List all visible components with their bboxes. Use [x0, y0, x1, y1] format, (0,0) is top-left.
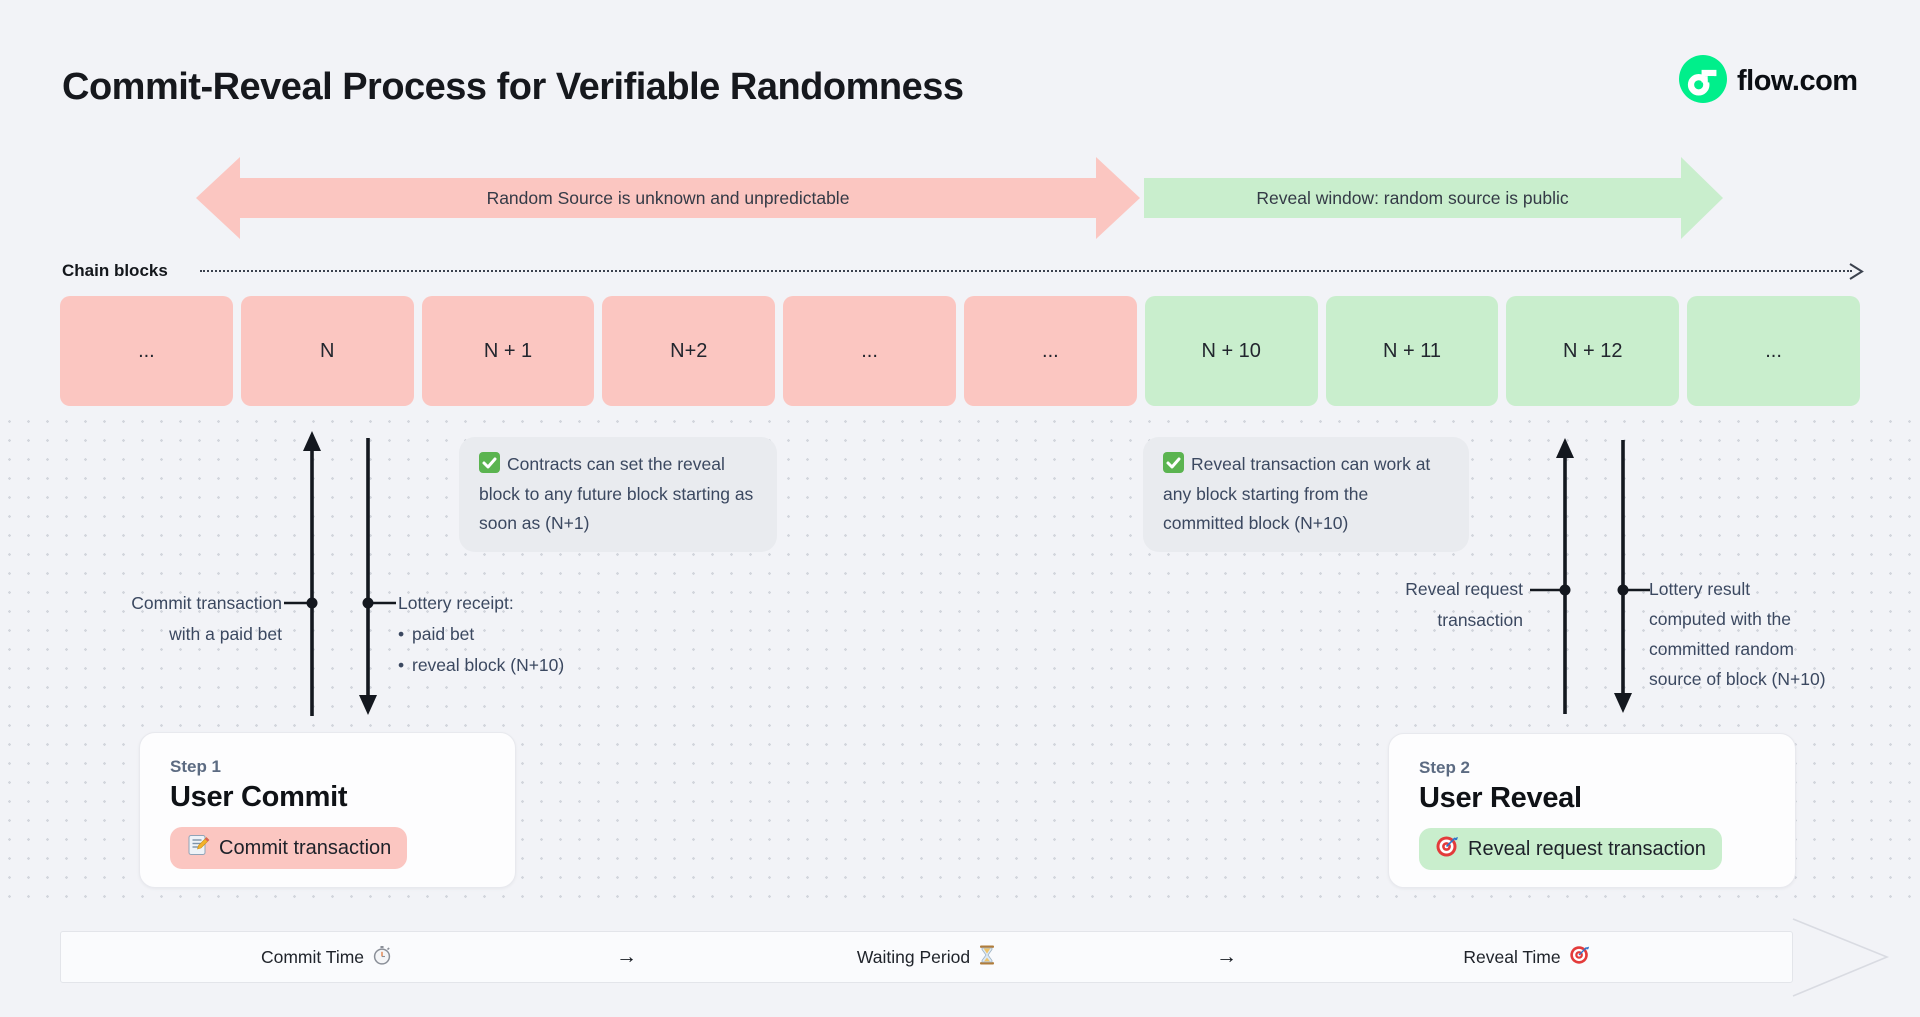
- check-icon: [479, 452, 500, 473]
- target-icon: [1435, 834, 1459, 864]
- page-title: Commit-Reveal Process for Verifiable Ran…: [62, 66, 964, 108]
- chain-block: ...: [963, 296, 1137, 406]
- chain-block: ...: [1687, 296, 1860, 406]
- phase-arrow-unknown: Random Source is unknown and unpredictab…: [196, 157, 1140, 239]
- commit-transaction-badge-label: Commit transaction: [219, 836, 392, 859]
- phase-arrow-unknown-label: Random Source is unknown and unpredictab…: [486, 187, 850, 208]
- note-box-reveal: Reveal transaction can work at any block…: [1143, 437, 1469, 552]
- hourglass-icon: [978, 945, 996, 970]
- memo-icon: [186, 833, 210, 863]
- timeline-arrow: →: [1216, 945, 1237, 968]
- stopwatch-icon: [372, 945, 392, 970]
- timeline-chevron: [1792, 918, 1890, 997]
- note-box-commit: Contracts can set the reveal block to an…: [459, 437, 777, 552]
- target-icon: [1569, 944, 1590, 970]
- timeline-item-commit-time: Commit Time: [177, 945, 477, 970]
- chain-block: N + 1: [421, 296, 595, 406]
- chain-block: N + 12: [1506, 296, 1680, 406]
- chain-block: N + 11: [1325, 296, 1499, 406]
- chain-block: N: [240, 296, 414, 406]
- annotation-commit-transaction: Commit transaction with a paid bet: [131, 593, 282, 644]
- step-eyebrow: Step 2: [1419, 758, 1471, 777]
- timeline-item-reveal-time: Reveal Time: [1377, 944, 1677, 970]
- receipt-bullet: reveal block (N+10): [398, 650, 564, 681]
- brand-logo[interactable]: flow.com: [1679, 55, 1858, 108]
- phase-arrow-reveal-label: Reveal window: random source is public: [1256, 187, 1569, 208]
- brand-label: flow.com: [1737, 65, 1858, 97]
- step-card-reveal: Step 2 User Reveal Reveal request transa…: [1388, 733, 1796, 888]
- flow-logo-icon: [1679, 55, 1727, 108]
- timeline-arrow: →: [616, 945, 637, 968]
- chain-block: N+2: [602, 296, 776, 406]
- annotation-reveal-request: Reveal request transaction: [1405, 579, 1523, 630]
- reveal-request-badge: Reveal request transaction: [1419, 828, 1722, 870]
- chain-dotted-line: [200, 270, 1852, 272]
- commit-transaction-badge: Commit transaction: [170, 827, 408, 869]
- chain-block: ...: [783, 296, 956, 406]
- timeline-bar: Commit Time → Waiting Period → Reveal: [60, 931, 1793, 983]
- phase-arrow-reveal: Reveal window: random source is public: [1144, 157, 1723, 239]
- timeline-item-waiting-period: Waiting Period: [777, 945, 1077, 970]
- reveal-request-badge-label: Reveal request transaction: [1468, 837, 1706, 860]
- annotation-lottery-receipt: Lottery receipt: paid bet reveal block (…: [398, 588, 564, 681]
- annotation-lottery-result: Lottery result computed with the committ…: [1649, 579, 1826, 689]
- receipt-bullet: paid bet: [398, 619, 564, 650]
- check-icon: [1163, 452, 1184, 473]
- chain-blocks-label: Chain blocks: [62, 261, 168, 280]
- note-reveal-text: Reveal transaction can work at any block…: [1163, 454, 1431, 533]
- chain-block-row: ... N N + 1 N+2 ... ... N + 10 N + 11 N …: [60, 296, 1860, 406]
- note-commit-text: Contracts can set the reveal block to an…: [479, 454, 754, 533]
- chain-block: ...: [60, 296, 233, 406]
- step-eyebrow: Step 1: [170, 757, 222, 776]
- step-title: User Commit: [170, 781, 348, 813]
- chain-block: N + 10: [1144, 296, 1318, 406]
- step-title: User Reveal: [1419, 782, 1582, 814]
- step-card-commit: Step 1 User Commit Commit transaction: [139, 732, 516, 888]
